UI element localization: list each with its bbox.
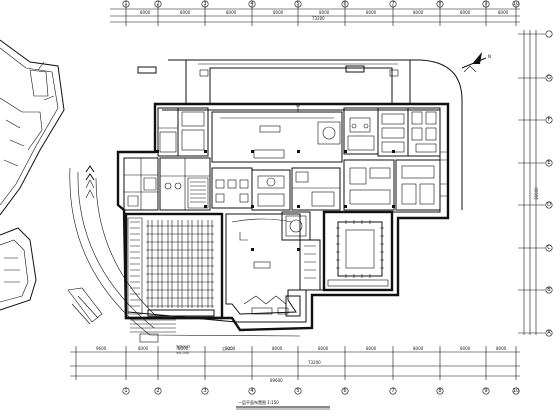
conference-room (322, 210, 394, 292)
middle-band-rooms (211, 167, 341, 317)
grid-col-label: 4 (250, 388, 253, 394)
dim-bottom-seg: 8000 (225, 346, 236, 351)
central-hall (225, 213, 301, 315)
grid-col-label: 8 (438, 1, 441, 7)
grid-row-label: C (547, 245, 551, 251)
dim-top-seg: 8000 (366, 10, 377, 15)
grid-row-label: E (547, 160, 550, 166)
lobby-hall (211, 105, 343, 163)
dim-bottom-seg: 8000 (413, 346, 424, 351)
grid-col-label: 8 (438, 388, 441, 394)
top-grid-bubbles: 1 2 3 4 5 6 7 8 9 10 (122, 0, 520, 8)
grid-col-label: 10 (513, 388, 519, 394)
grid-col-label: 1 (124, 1, 127, 7)
right-wing-rooms (343, 107, 449, 211)
dim-top-seg: 8000 (413, 10, 424, 15)
dim-bottom-seg: 8000 (318, 346, 329, 351)
entrance-arrow-icon (85, 165, 95, 181)
dim-top-seg: 8000 (498, 10, 509, 15)
dim-right-total: 36000 (534, 187, 539, 200)
dim-bottom-seg: 8000 (496, 346, 507, 351)
grid-col-label: 7 (391, 388, 394, 394)
dim-top-seg: 8000 (319, 10, 330, 15)
dim-top-seg: 8000 (180, 10, 191, 15)
bottom-grid-ticks (75, 346, 517, 380)
grid-col-label: 2 (156, 1, 159, 7)
grid-col-label: 9 (484, 388, 487, 394)
seat-rows (146, 220, 214, 308)
grid-col-label: 1 (124, 388, 127, 394)
north-arrow-icon: N (461, 52, 491, 73)
dim-bottom-overall: 89600 (270, 378, 283, 383)
dim-bottom-seg: 8000 (138, 346, 149, 351)
top-grid-axis: 1 2 3 4 5 6 7 8 9 10 8000 8000 8000 8000… (110, 0, 520, 26)
dim-bottom-total: 73200 (308, 360, 321, 365)
grid-col-label: 3 (203, 388, 206, 394)
grid-col-label: 9 (484, 1, 487, 7)
grid-row-label: G (547, 75, 551, 81)
bottom-grid-axis: 1 2 3 4 5 6 7 8 9 10 9600 8000 8000 8000… (70, 346, 520, 395)
entrance-canopy (137, 60, 411, 105)
dim-bottom-seg: 9600 (96, 346, 107, 351)
note-line: 室外地坪 (176, 344, 191, 349)
grid-col-label: 5 (296, 1, 299, 7)
auditorium (124, 212, 224, 320)
top-grid-ticks (125, 5, 517, 26)
dim-bottom-seg: 8000 (272, 346, 283, 351)
right-grid-ticks (518, 33, 545, 334)
note-line: ±0.000 (176, 351, 190, 355)
grid-row-label: F (548, 117, 551, 123)
grid-row-label: A (547, 330, 551, 336)
grid-col-label: 3 (203, 1, 206, 7)
grid-col-label: 5 (296, 388, 299, 394)
grid-col-label: 6 (343, 1, 346, 7)
dim-top-seg: 8000 (273, 10, 284, 15)
right-grid-axis: G F E D C B A 36000 (518, 30, 553, 337)
grid-col-label: 4 (250, 1, 253, 7)
structural-columns (156, 150, 395, 251)
drawing-title-block: 一层平面布置图 1:150 (236, 399, 330, 410)
adjacent-building (0, 39, 65, 311)
left-service-rooms (123, 107, 211, 211)
dim-bottom-seg: 8000 (178, 346, 189, 351)
dim-top-seg: 8000 (460, 10, 471, 15)
entrance-notes: 室外地坪 ±0.000 主入口 (176, 344, 233, 355)
north-arrow-label: N (488, 54, 491, 59)
grid-col-label: 6 (343, 388, 346, 394)
dim-top-seg: 8000 (226, 10, 237, 15)
grid-row-label: B (547, 287, 551, 293)
note-line: 主入口 (222, 346, 233, 351)
bottom-entrance-steps (130, 319, 176, 343)
grid-row-label: D (547, 202, 551, 208)
site-boundary (67, 59, 463, 337)
dim-bottom-seg: 8000 (366, 346, 377, 351)
grid-col-label: 2 (156, 388, 159, 394)
drawing-title: 一层平面布置图 1:150 (238, 399, 279, 405)
grid-col-label: 7 (391, 1, 394, 7)
dim-bottom-seg: 8000 (460, 346, 471, 351)
dim-top-seg: 8000 (140, 10, 151, 15)
dim-top-total: 73200 (312, 16, 325, 21)
grid-col-label: 10 (513, 1, 519, 7)
